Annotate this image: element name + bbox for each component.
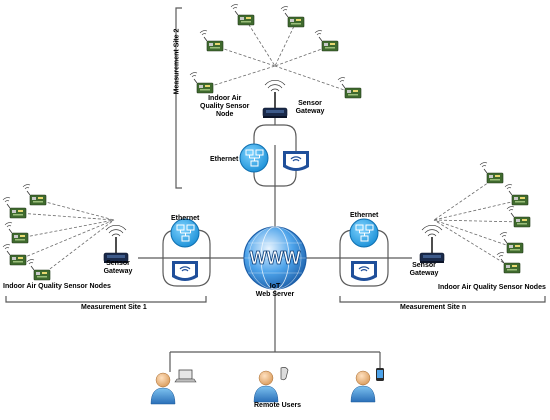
gateway-line2: Gateway — [295, 108, 325, 115]
site1-sensor-node — [26, 259, 51, 281]
network-icons: WWW — [170, 143, 379, 290]
site1-bracket — [5, 296, 207, 303]
siten-sensor-node — [479, 162, 504, 184]
laptop-screen — [178, 369, 193, 380]
site-brackets — [5, 7, 546, 303]
user-mobile-icon — [350, 370, 376, 403]
site2-sensor-node — [314, 30, 339, 52]
siten-nodes-label: Indoor Air Quality Sensor Nodes — [438, 284, 546, 291]
node-label-line1: Indoor Air — [208, 95, 242, 102]
wireless-link — [433, 177, 496, 221]
siten-bracket — [339, 296, 546, 303]
wireless-link — [433, 219, 523, 223]
remote-users — [150, 366, 384, 405]
wireless-link — [433, 219, 513, 269]
siten-sensor-node — [499, 232, 524, 254]
wireless-link — [37, 199, 115, 221]
node-label-line2: Quality Sensor — [200, 103, 250, 110]
gateway-line1: Sensor — [106, 260, 130, 267]
site1-title: Measurement Site 1 — [81, 304, 147, 311]
site2-sensor-node — [280, 6, 305, 28]
site1-sensor-node — [2, 244, 27, 266]
laptop-icon — [174, 369, 197, 383]
wireless-link — [433, 219, 516, 249]
site1-sensor-node — [4, 222, 29, 244]
siten-gateway — [419, 224, 445, 264]
wireless-link — [204, 65, 276, 89]
gateway-line2: Gateway — [103, 268, 133, 275]
wireless-link — [19, 219, 115, 239]
user-body — [350, 385, 376, 403]
laptop-base — [174, 378, 197, 383]
siten-title: Measurement Site n — [400, 304, 467, 311]
wireless-link — [214, 45, 276, 67]
site1-gateway-label: Sensor Gateway — [98, 260, 138, 276]
user-head — [155, 372, 171, 388]
wireless-link — [17, 219, 115, 261]
www-globe-icon: WWW — [243, 226, 307, 290]
site1-sensor-node — [22, 184, 47, 206]
gateway-line1: Sensor — [298, 100, 322, 107]
wireless-link — [274, 21, 297, 67]
site1-gateway — [103, 224, 129, 264]
site2-sensor-node — [199, 30, 224, 52]
www-text: WWW — [250, 248, 301, 268]
user-phone-icon — [253, 370, 279, 403]
wireless-links — [17, 19, 523, 276]
siten-sensor-node — [496, 252, 521, 274]
wireless-link — [41, 219, 115, 276]
siten-ethernet-icon — [349, 218, 379, 248]
site2-wifi-icon — [282, 150, 310, 172]
site2-ethernet-label: Ethernet — [210, 156, 239, 163]
handset-shape — [280, 366, 289, 381]
iot-line2: Web Server — [255, 291, 295, 298]
site2-loop — [253, 118, 297, 187]
mobile-phone-icon — [376, 368, 384, 381]
site1-ethernet-icon — [170, 218, 200, 248]
mobile-screen — [377, 370, 383, 378]
remote-users-label: Remote Users — [254, 402, 302, 409]
user-laptop-icon — [150, 372, 176, 405]
site1-sensor-node — [2, 197, 27, 219]
site2-gateway-label: Sensor Gateway — [290, 100, 330, 116]
site2-gateway — [262, 79, 288, 119]
siten-ethernet-label: Ethernet — [350, 212, 379, 219]
wireless-link — [433, 199, 521, 221]
site2-sensor-node — [230, 4, 255, 26]
site2-sensor-node — [337, 77, 362, 99]
site2-title: Measurement Site 2 — [173, 28, 181, 95]
site2-sensor-node — [189, 72, 214, 94]
site2-node-label: Indoor Air Quality Sensor Node — [200, 95, 249, 119]
siten-sensor-node — [506, 206, 531, 228]
handset-icon — [280, 366, 289, 381]
node-label-line3: Node — [215, 111, 234, 118]
user-head — [355, 370, 371, 386]
wireless-link — [274, 65, 354, 94]
siten-sensor-node — [504, 184, 529, 206]
site1-nodes-label: Indoor Air Quality Sensor Nodes — [3, 283, 111, 290]
siten-gateway-label: Sensor Gateway — [404, 262, 444, 278]
user-body — [253, 385, 279, 403]
user-body — [150, 387, 176, 405]
siten-wifi-icon — [350, 260, 378, 282]
user-head — [258, 370, 274, 386]
site2-bracket — [175, 7, 182, 189]
site1-wifi-icon — [171, 260, 199, 282]
site2-ethernet-icon — [239, 143, 269, 173]
siten-loop — [339, 229, 389, 287]
gateway-line2: Gateway — [409, 270, 439, 277]
wireless-link — [245, 19, 276, 67]
gateway-line1: Sensor — [412, 262, 436, 269]
iot-line1: IoT — [269, 283, 281, 290]
wireless-link — [17, 212, 115, 221]
iot-server-label: IoT Web Server — [254, 283, 296, 299]
site1-ethernet-label: Ethernet — [171, 215, 200, 222]
